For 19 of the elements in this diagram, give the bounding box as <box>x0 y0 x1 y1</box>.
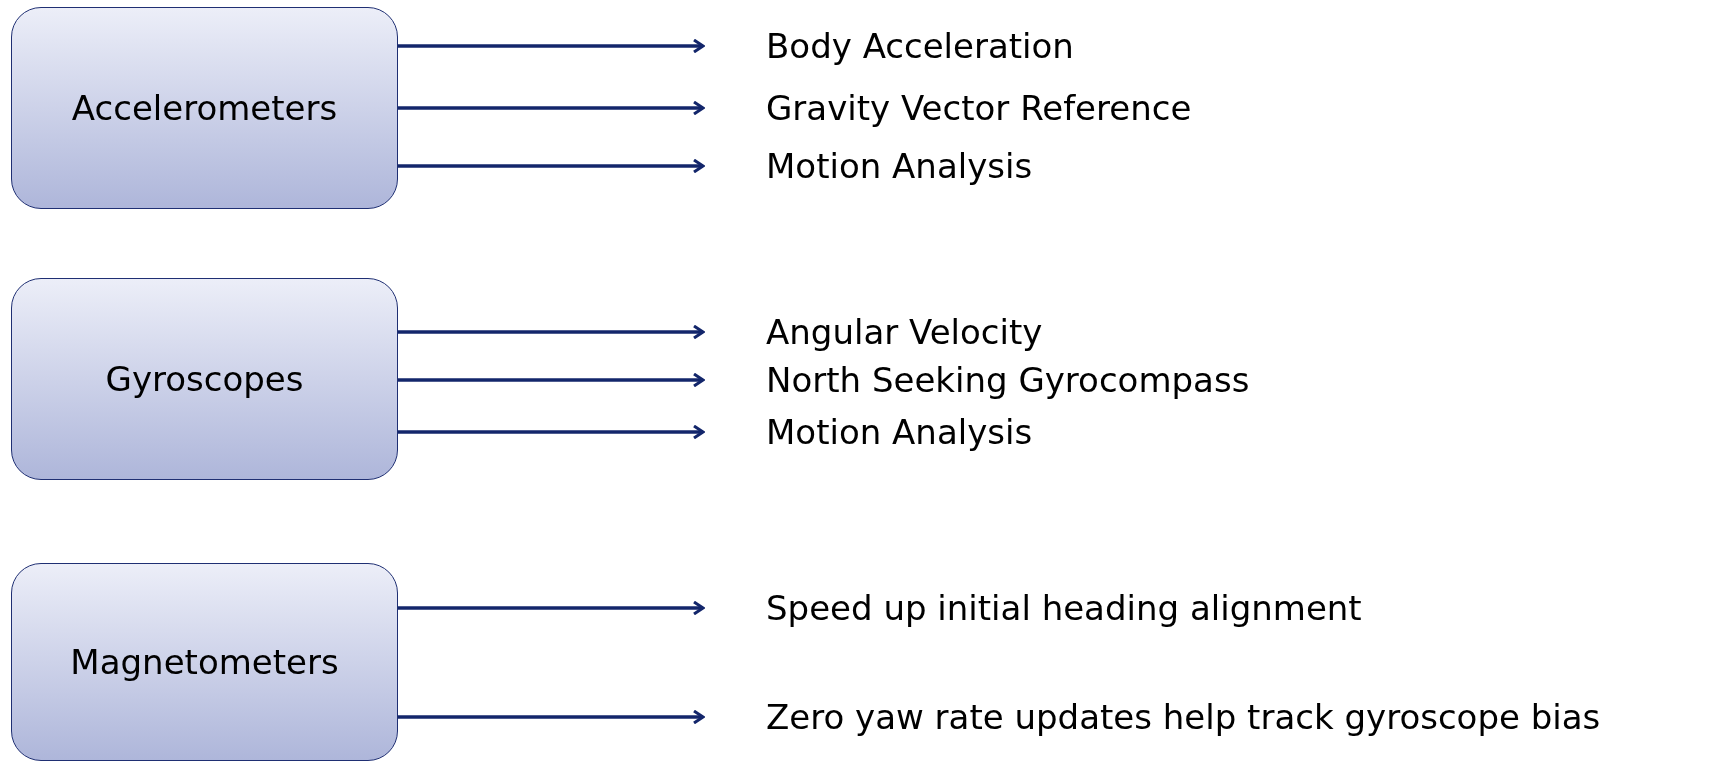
arrow <box>398 424 705 440</box>
sensor-box: Magnetometers <box>11 563 398 761</box>
output-label: Body Acceleration <box>766 26 1074 66</box>
output-label: Angular Velocity <box>766 312 1043 352</box>
output-label: Motion Analysis <box>766 146 1033 186</box>
output-label: Gravity Vector Reference <box>766 88 1192 128</box>
output-label: Motion Analysis <box>766 412 1033 452</box>
arrow <box>398 100 705 116</box>
sensor-box: Gyroscopes <box>11 278 398 480</box>
output-label: Speed up initial heading alignment <box>766 588 1362 628</box>
arrow <box>398 709 705 725</box>
output-label: North Seeking Gyrocompass <box>766 360 1250 400</box>
arrow <box>398 158 705 174</box>
output-label: Zero yaw rate updates help track gyroscope bias <box>766 697 1601 737</box>
arrow <box>398 600 705 616</box>
arrow <box>398 372 705 388</box>
sensor-box: Accelerometers <box>11 7 398 209</box>
arrow <box>398 38 705 54</box>
arrow <box>398 324 705 340</box>
